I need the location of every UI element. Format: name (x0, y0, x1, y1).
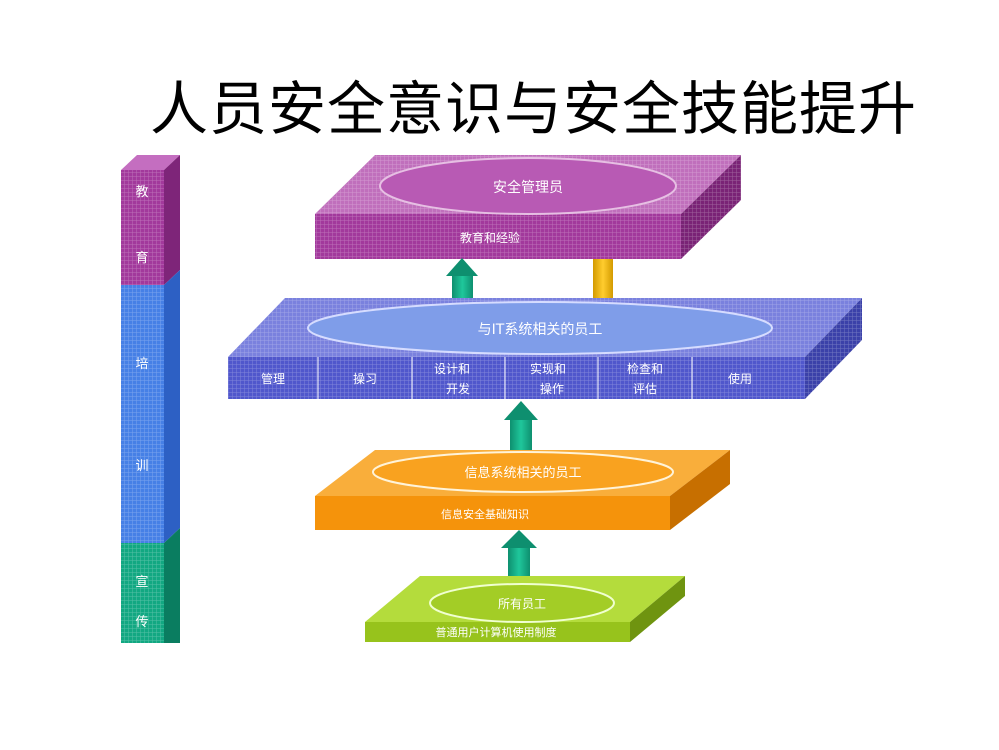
layer-security-admin: 安全管理员 教育和经验 (315, 155, 741, 259)
column-label-pei: 培 (135, 356, 148, 372)
it-cell-dividers (317, 357, 693, 399)
security-admin-ellipse (379, 157, 677, 215)
all-staff-subtitle: 普通用户计算机使用制度 (436, 625, 557, 639)
security-admin-subtitle: 教育和经验 (460, 230, 520, 245)
page-title: 人员安全意识与安全技能提升 (150, 75, 918, 143)
it-cell-design-line2: 开发 (446, 381, 470, 396)
it-staff-label: 与IT系统相关的员工 (478, 322, 603, 338)
it-cell-practice: 操习 (353, 371, 377, 386)
it-cell-inspect-line2: 评估 (633, 382, 657, 396)
security-admin-label: 安全管理员 (493, 179, 563, 196)
all-staff-ellipse (429, 583, 615, 623)
column-training-segment (121, 270, 180, 543)
it-staff-ellipse (307, 301, 773, 355)
it-cell-inspect-line1: 检查和 (627, 361, 663, 376)
side-column: 教 育 培 训 宣 传 (121, 155, 180, 643)
layer-it-staff: 与IT系统相关的员工 管理 操习 设计和 开发 实现和 操作 检查和 评估 使用 (228, 298, 862, 399)
column-label-xuan: 宣 (135, 574, 148, 590)
it-cell-implement-line1: 实现和 (530, 361, 566, 376)
it-cell-management: 管理 (261, 371, 285, 386)
it-cell-use: 使用 (728, 371, 752, 386)
info-staff-subtitle: 信息安全基础知识 (441, 507, 529, 521)
column-label-chuan: 传 (135, 615, 148, 630)
column-label-yu: 育 (135, 250, 148, 266)
column-publicity-segment (121, 528, 180, 643)
info-staff-ellipse (372, 451, 674, 493)
layer-info-system-staff: 信息系统相关的员工 信息安全基础知识 (315, 450, 730, 530)
layer-all-staff: 所有员工 普通用户计算机使用制度 (365, 576, 685, 642)
column-label-xun: 训 (135, 459, 148, 474)
it-cell-design-line1: 设计和 (434, 362, 470, 376)
info-staff-label: 信息系统相关的员工 (464, 465, 581, 481)
column-label-jiao: 教 (135, 184, 148, 200)
it-cell-implement-line2: 操作 (540, 381, 564, 396)
column-education-segment (121, 155, 180, 285)
arrow-up-info-to-it (504, 401, 538, 454)
all-staff-label: 所有员工 (498, 597, 546, 611)
